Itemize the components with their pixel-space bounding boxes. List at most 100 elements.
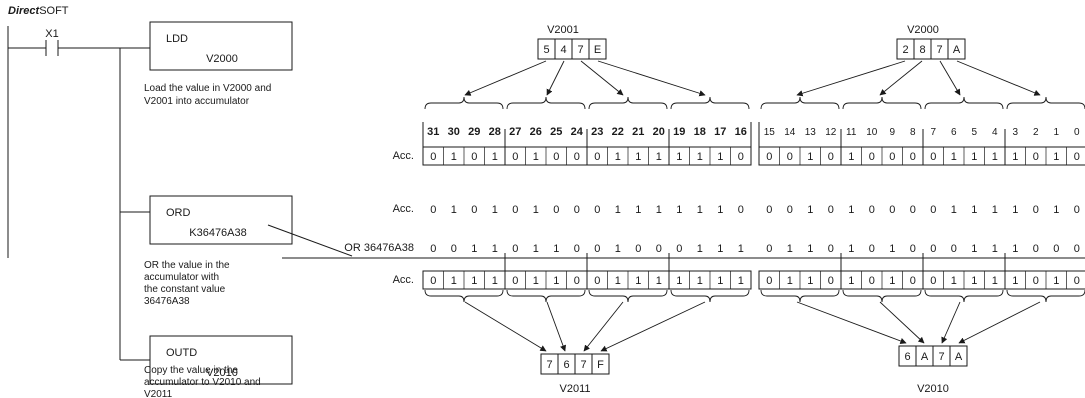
word-label-v2000: V2000 — [907, 24, 939, 36]
bit-position-label: 21 — [632, 126, 644, 138]
or-operand-bit: 1 — [1012, 243, 1018, 255]
or-operand-bit: 1 — [492, 243, 498, 255]
acc-initial-bit: 0 — [471, 151, 477, 163]
acc-initial-bit: 1 — [492, 151, 498, 163]
store-arrow — [796, 301, 907, 344]
bit-position-label: 16 — [735, 126, 747, 138]
store-arrow — [546, 301, 567, 352]
acc-copy-bit: 1 — [1012, 204, 1018, 216]
acc-result-bit: 0 — [1074, 275, 1080, 287]
acc-result-bit: 0 — [869, 275, 875, 287]
ldd-box: LDD V2000 — [149, 21, 293, 71]
bit-position-label: 22 — [612, 126, 624, 138]
bit-position-label: 20 — [653, 126, 665, 138]
acc-result-bit: 1 — [697, 275, 703, 287]
acc-copy-bit: 1 — [656, 204, 662, 216]
load-arrows — [464, 60, 1041, 97]
acc-result-bit: 1 — [1053, 275, 1059, 287]
word-v2011-digit: 7 — [546, 359, 552, 371]
store-arrows — [464, 301, 1041, 352]
bit-position-label: 18 — [694, 126, 706, 138]
nibble-brace-bottom — [670, 289, 750, 303]
acc-copy-bit: 1 — [492, 204, 498, 216]
acc-initial-bit: 0 — [738, 151, 744, 163]
acc-copy-bit: 0 — [869, 204, 875, 216]
word-v2010: 6 A 7 A — [898, 345, 968, 367]
outd-box-frame — [149, 335, 293, 385]
outd-desc-line-3: V2011 — [144, 389, 173, 398]
acc-initial-bit: 0 — [869, 151, 875, 163]
acc-initial-bit: 0 — [430, 151, 436, 163]
store-arrow — [600, 301, 706, 352]
bit-position-label: 25 — [550, 126, 562, 138]
nibble-braces-bottom — [424, 289, 1085, 303]
acc-copy-bit: 1 — [533, 204, 539, 216]
nibble-brace-bottom — [506, 289, 586, 303]
load-arrow — [464, 60, 547, 96]
word-v2001-digit: 4 — [560, 44, 566, 56]
acc-initial-bit: 0 — [787, 151, 793, 163]
acc-initial-bit: 1 — [992, 151, 998, 163]
bit-position-label: 17 — [714, 126, 726, 138]
word-v2011: 7 6 7 F — [540, 353, 610, 375]
acc-result-bit: 1 — [738, 275, 744, 287]
acc-result-bit: 1 — [1012, 275, 1018, 287]
ladder-rungs — [7, 26, 150, 361]
word-v2010-digit: A — [921, 351, 929, 363]
nibble-brace-top — [588, 96, 668, 110]
row-label-or-operand: OR 36476A38 — [344, 242, 414, 254]
acc-copy-bit: 0 — [766, 204, 772, 216]
acc-result-bit: 1 — [635, 275, 641, 287]
acc-copy-bit: 1 — [951, 204, 957, 216]
ord-desc-line-3: the constant value — [144, 284, 226, 295]
acc-result-bit: 0 — [930, 275, 936, 287]
acc-initial-bit: 0 — [766, 151, 772, 163]
acc-copy-bit: 1 — [615, 204, 621, 216]
store-arrow — [958, 301, 1041, 344]
acc-result-bit: 1 — [492, 275, 498, 287]
word-v2000-cell — [947, 38, 966, 60]
or-operand-bit: 1 — [553, 243, 559, 255]
bit-position-label: 5 — [971, 127, 977, 138]
ldd-op: LDD — [166, 33, 188, 45]
acc-copy-bit: 1 — [848, 204, 854, 216]
acc-copy-bit: 0 — [787, 204, 793, 216]
acc-initial-bit: 0 — [910, 151, 916, 163]
or-operand-bit: 0 — [430, 243, 436, 255]
bit-position-label: 26 — [530, 126, 542, 138]
acc-result-bit: 0 — [594, 275, 600, 287]
or-operand-bit: 0 — [951, 243, 957, 255]
word-v2001-cell — [588, 38, 607, 60]
acc-initial-bit: 0 — [828, 151, 834, 163]
acc-copy-bit: 0 — [910, 204, 916, 216]
acc-initial-bit: 1 — [971, 151, 977, 163]
or-operand-bit: 0 — [635, 243, 641, 255]
acc-copy-bit: 1 — [697, 204, 703, 216]
acc-result-bit: 1 — [787, 275, 793, 287]
store-arrow — [464, 301, 547, 352]
outd-desc-line-2: accumulator to V2010 and — [144, 377, 261, 388]
outd-box: OUTD V2010 — [149, 335, 293, 385]
word-v2001-digit: E — [594, 44, 601, 56]
bit-position-label: 9 — [889, 127, 895, 138]
acc-result-bit: 1 — [717, 275, 723, 287]
app-title-rest: SOFT — [39, 5, 69, 17]
acc-result-bit: 1 — [676, 275, 682, 287]
acc-copy-bit: 0 — [1033, 204, 1039, 216]
nibble-brace-bottom — [588, 289, 668, 303]
or-operand-bit: 0 — [594, 243, 600, 255]
word-v2000-digit: 8 — [919, 44, 925, 56]
acc-copy-bit: 1 — [807, 204, 813, 216]
bit-position-label: 4 — [992, 127, 998, 138]
acc-result-bit: 1 — [848, 275, 854, 287]
acc-initial-bit: 1 — [533, 151, 539, 163]
ord-box-frame — [149, 195, 293, 245]
acc-initial-bit: 1 — [451, 151, 457, 163]
bit-position-label: 31 — [427, 126, 439, 138]
bit-position-label: 24 — [571, 126, 584, 138]
acc-copy-bit: 1 — [676, 204, 682, 216]
ord-box: ORD K36476A38 — [149, 195, 293, 245]
bit-position-label: 15 — [764, 127, 776, 138]
bit-position-label: 28 — [489, 126, 501, 138]
